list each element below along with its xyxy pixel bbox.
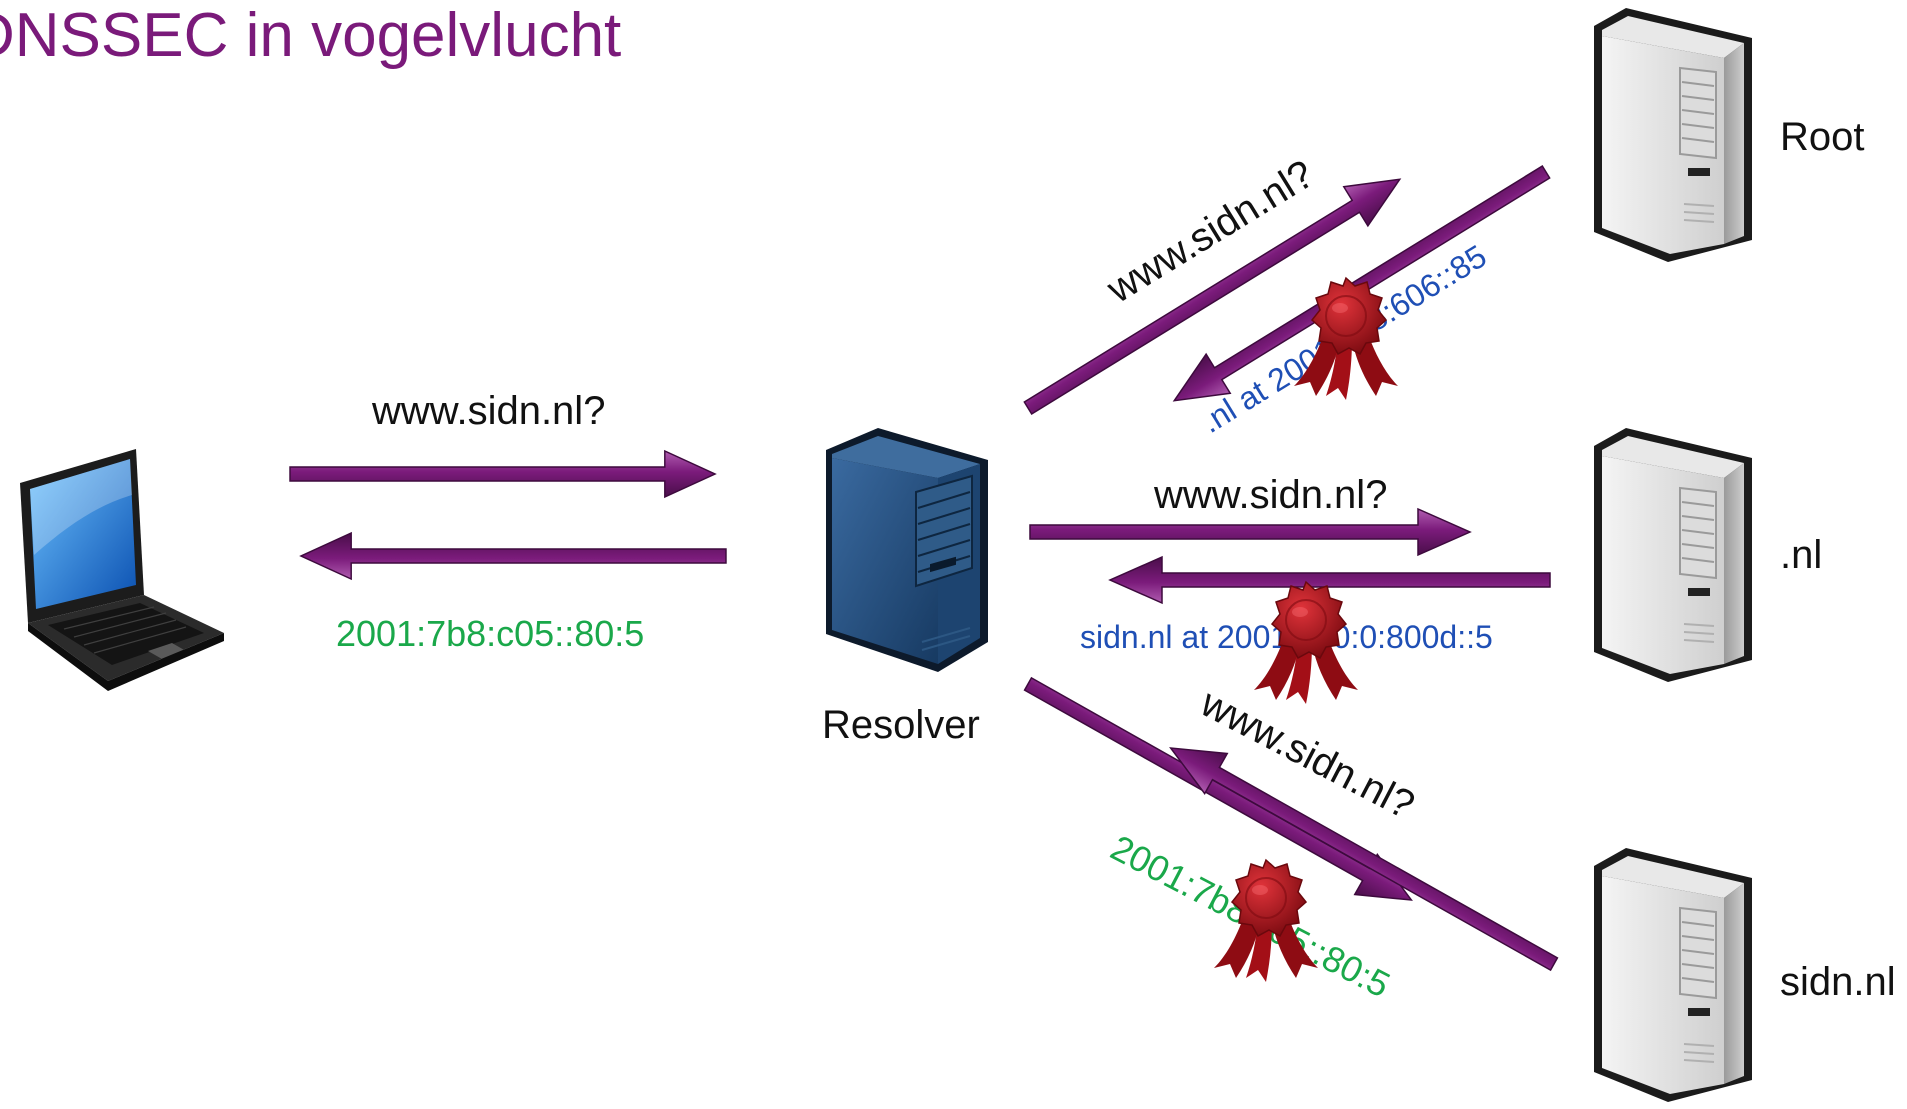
sidn-server-icon (1593, 847, 1753, 1103)
client-answer-label: 2001:7b8:c05::80:5 (336, 613, 644, 654)
client-answer-arrow (300, 532, 727, 580)
nl-query-label: www.sidn.nl? (1153, 473, 1387, 517)
server-icon (826, 428, 988, 672)
nl-label: .nl (1780, 533, 1822, 577)
client-query-arrow (289, 450, 716, 498)
client-query-label: www.sidn.nl? (371, 389, 605, 433)
sidn-label: sidn.nl (1780, 960, 1896, 1004)
page-title: DNSSEC in vogelvlucht (0, 1, 621, 70)
root-label: Root (1780, 115, 1865, 159)
nl-server-icon (1593, 427, 1753, 683)
root-server-icon (1593, 7, 1753, 263)
resolver-label: Resolver (822, 703, 980, 747)
laptop-icon (20, 449, 224, 691)
